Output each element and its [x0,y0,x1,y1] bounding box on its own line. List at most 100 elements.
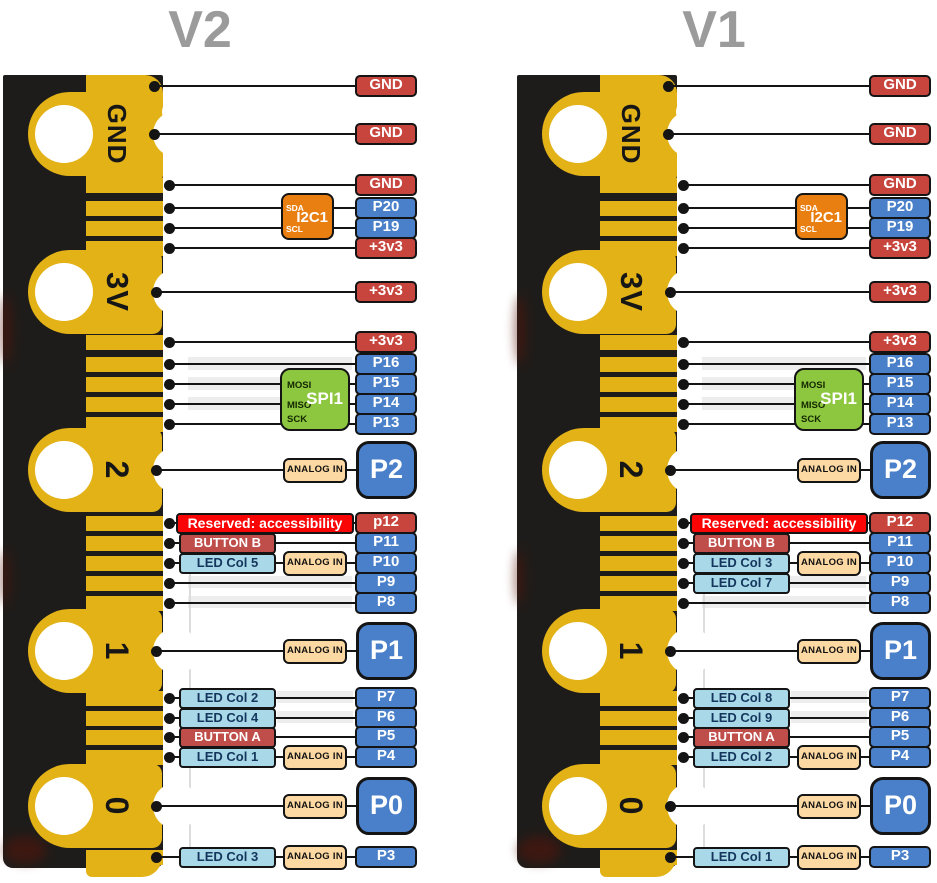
mounting-hole [549,105,607,163]
pin-label: P11 [355,532,417,554]
solder-dot [677,242,689,254]
pin-label: GND [355,123,417,145]
solder-dot [163,398,175,410]
edge-finger [600,749,677,765]
solder-dot [662,128,674,140]
solder-dot [677,597,689,609]
edge-finger [600,220,677,236]
solder-dot [677,418,689,430]
led-col-box: LED Col 1 [693,846,790,868]
i2c-name: I2C1 [296,209,328,226]
solder-dot [677,712,689,724]
spi-miso-label: MISO [287,400,312,411]
solder-dot [664,645,676,657]
pin-label: +3v3 [869,237,931,259]
wire [169,422,359,426]
solder-dot [150,800,162,812]
edge-finger [600,849,677,865]
solder-dot [664,800,676,812]
edge-finger [86,849,163,865]
edge-label: GND [616,103,646,165]
pin-label-big: P0 [356,777,417,835]
wire [683,226,873,230]
wire [683,340,873,344]
pcb-red-tint [514,550,524,605]
wire [169,581,359,585]
pin-label: P13 [355,413,417,435]
solder-dot [163,692,175,704]
solder-dot [677,336,689,348]
reserved-box: Reserved: accessibility [690,512,868,534]
spi-miso-label: MISO [801,400,826,411]
edge-finger [86,595,163,611]
solder-dot [148,80,160,92]
solder-dot [662,80,674,92]
wire [683,601,873,605]
i2c-scl-label: SCL [800,224,817,234]
solder-dot [150,464,162,476]
wire [683,246,873,250]
pin-label: P9 [869,572,931,594]
analog-in-badge: ANALOG IN [797,793,861,819]
analog-in-badge: ANALOG IN [797,457,861,483]
edge-finger [86,690,163,706]
analog-in-badge: ANALOG IN [797,844,861,870]
pin-label: P8 [869,592,931,614]
solder-dot [677,517,689,529]
solder-dot [163,179,175,191]
solder-dot [677,222,689,234]
spi-sck-label: SCK [287,414,308,425]
edge-finger [600,416,677,432]
analog-in-badge: ANALOG IN [283,638,347,664]
solder-dot [664,851,676,863]
pin-label: +3v3 [355,331,417,353]
solder-dot [163,557,175,569]
edge-finger [86,555,163,571]
edge-finger [600,200,677,216]
edge-finger [86,334,163,350]
wire [670,468,874,472]
solder-dot [150,645,162,657]
solder-dot [677,179,689,191]
wire [670,290,873,294]
button-box: BUTTON B [179,532,276,554]
edge-label: 1 [99,641,135,661]
edge-finger [86,396,163,412]
analog-in-badge: ANALOG IN [283,744,347,770]
pin-label: P12 [869,512,931,534]
mounting-hole [35,777,93,835]
pin-label: +3v3 [355,237,417,259]
pin-label: P9 [355,572,417,594]
edge-finger [86,535,163,551]
solder-dot [677,398,689,410]
spi-name: SPI1 [306,389,343,408]
pin-label: P15 [355,373,417,395]
solder-dot [163,597,175,609]
edge-label: 1 [613,641,649,661]
wire [668,84,873,88]
pin-label: GND [869,123,931,145]
wire [683,362,873,366]
pin-label-big: P2 [356,441,417,499]
pin-label: P13 [869,413,931,435]
solder-dot [677,378,689,390]
edge-finger [600,535,677,551]
solder-dot [163,712,175,724]
pcb-red-tint [514,295,526,365]
pin-label: P10 [355,552,417,574]
pin-label-big: P0 [870,777,931,835]
solder-dot [163,537,175,549]
solder-dot [150,851,162,863]
led-col-box: LED Col 1 [179,746,276,768]
version-title: V1 [682,1,746,59]
i2c-sda-label: SDA [286,203,304,213]
wire [169,362,359,366]
edge-finger [600,595,677,611]
pin-label: GND [355,174,417,196]
pin-label: P19 [355,217,417,239]
mounting-hole [35,263,93,321]
wire [683,422,873,426]
pin-label: P11 [869,532,931,554]
mounting-hole [549,441,607,499]
